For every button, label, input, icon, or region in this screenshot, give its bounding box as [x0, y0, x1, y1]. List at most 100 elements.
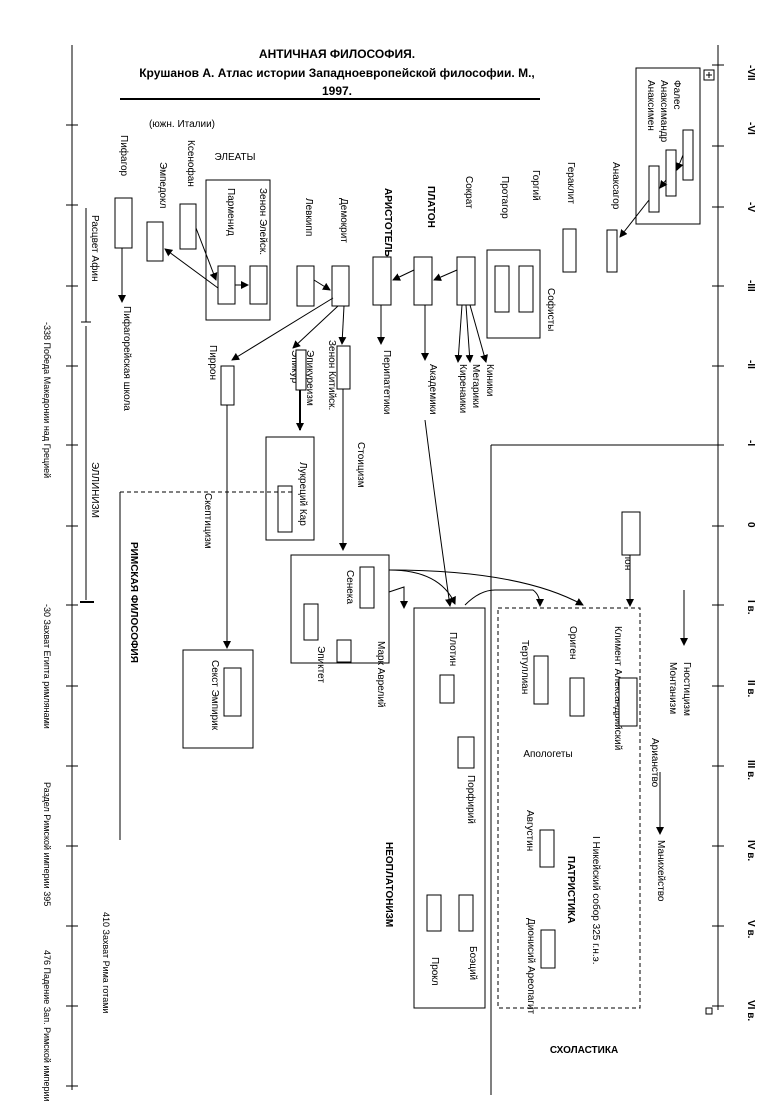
philosopher-label: АРИСТОТЕЛЬ — [382, 188, 393, 257]
century-label: -I — [745, 440, 756, 446]
century-label: II в. — [745, 680, 756, 697]
group-label: ПАТРИСТИКА — [565, 856, 576, 923]
xenophanes-box — [179, 203, 197, 250]
gorgias-box — [518, 265, 534, 313]
philosopher-label: Протагор — [499, 176, 510, 219]
event-label: I Никейский собор 325 г.н.э. — [590, 836, 602, 964]
heraclitus-box — [562, 228, 577, 273]
democritus-box — [331, 265, 350, 307]
school-label: Скептицизм — [202, 493, 213, 549]
movement-label: Манихейство — [655, 840, 666, 902]
philosopher-label: Лукреций Кар — [297, 462, 308, 526]
school-label: Киренаики — [457, 364, 468, 413]
century-label: -III — [745, 280, 756, 292]
group-label: Апологеты — [523, 749, 572, 760]
neoplatonism-group — [413, 607, 486, 1009]
group-label: НЕОПЛАТОНИЗМ — [383, 842, 394, 927]
seneca-box — [359, 566, 375, 609]
century-label: -VI — [745, 122, 756, 135]
leucippus-box — [296, 265, 315, 307]
century-label: III в. — [745, 760, 756, 780]
philosopher-label: Порфирий — [465, 775, 477, 824]
philosopher-label: Гераклит — [565, 162, 576, 204]
philosopher-label: Пифагор — [118, 135, 130, 177]
socrates-box — [456, 256, 476, 306]
event-label: -30 Захват Египта римлянами — [42, 604, 52, 729]
philosopher-label: Эпикур — [289, 350, 300, 384]
sophists-group — [486, 249, 541, 339]
lucretius-group — [265, 436, 315, 541]
porphyry-box — [457, 736, 475, 769]
philosopher-label: Ксенофан — [185, 140, 197, 187]
century-label: VI в. — [745, 1000, 756, 1021]
school-label: Киники — [484, 364, 495, 396]
zeno-citium-box — [336, 345, 351, 390]
philosopher-label: Зенон Китийск. — [326, 340, 337, 410]
school-label: Перипатетики — [381, 350, 392, 414]
aristotle-box — [372, 256, 392, 306]
page-subtitle: Крушанов А. Атлас истории Западноевропей… — [139, 66, 535, 80]
epictetus-box — [303, 603, 319, 641]
century-label: -V — [745, 202, 756, 212]
philosopher-label: Августин — [524, 810, 535, 851]
philosopher-label: ПЛАТОН — [425, 186, 436, 228]
school-label: Мегарики — [470, 364, 481, 408]
century-label: V в. — [745, 920, 756, 939]
philosopher-label: Сократ — [463, 176, 474, 209]
school-label: Стоицизм — [355, 442, 366, 488]
movement-label: Арианство — [649, 738, 660, 788]
school-label: Академики — [427, 364, 438, 415]
anaximander-box — [665, 149, 677, 197]
philosopher-label: Зенон Элейск. — [257, 188, 268, 255]
philosopher-label: Ориген — [567, 626, 578, 659]
anaxagoras-box — [606, 229, 618, 273]
sextus-group — [182, 649, 254, 749]
period-label: Расцвет Афин — [89, 215, 101, 282]
philosopher-label: Плотин — [447, 632, 458, 666]
philosopher-label: Анаксагор — [610, 162, 621, 210]
event-label: -338 Победа Македонии над Грецией — [42, 322, 52, 478]
school-label: Пифагорейская школа — [121, 306, 133, 411]
philosopher-label: Фалес — [671, 80, 682, 110]
philosopher-label: Эпиктет — [315, 646, 326, 683]
boethius-box — [458, 894, 474, 932]
century-label: I в. — [745, 600, 756, 615]
parmenides-box — [217, 265, 236, 305]
left-ticks — [66, 124, 78, 1087]
philosopher-label: Анаксимандр — [658, 80, 669, 143]
group-label: РИМСКАЯ ФИЛОСОФИЯ — [128, 542, 139, 663]
protagoras-box — [494, 265, 510, 313]
philosopher-label: Боэций — [467, 946, 478, 980]
lucretius-box — [277, 485, 293, 533]
page-title: АНТИЧНАЯ ФИЛОСОФИЯ. — [259, 47, 415, 61]
thales-box — [682, 129, 694, 181]
milesians-group — [635, 67, 701, 225]
period-label: ЭЛЛИНИЗМ — [89, 462, 100, 518]
philosopher-label: Климент Александрийский — [612, 626, 623, 750]
stoics-group — [290, 554, 390, 664]
page-subtitle-year: 1997. — [322, 84, 352, 98]
zeno-elea-box — [249, 265, 268, 305]
event-label: Раздел Римской империи 395 — [42, 782, 52, 906]
scholasticism-label: СХОЛАСТИКА — [550, 1045, 618, 1056]
philosopher-label: Парменид — [225, 188, 236, 236]
pyrrho-box — [220, 365, 235, 406]
philosopher-label: Тертуллиан — [519, 640, 530, 694]
dionysius-box — [540, 929, 556, 969]
philosopher-label: Левкипп — [303, 198, 314, 236]
school-label: Эпикуреизм — [304, 350, 315, 406]
century-label: 0 — [745, 522, 756, 528]
patristics-group — [497, 607, 641, 1009]
eleatics-group — [205, 179, 271, 321]
philosopher-label: Эмпедокл — [157, 162, 168, 209]
philosopher-label: Сенека — [344, 570, 355, 604]
century-label: -II — [745, 360, 756, 369]
philosopher-label: Анаксимен — [645, 80, 656, 131]
philosopher-label: Пиррон — [207, 345, 218, 380]
philosopher-label: Дионисий Ареопагит — [525, 918, 536, 1015]
movement-label: Гностицизм — [681, 662, 692, 716]
philosopher-label: Прокл — [429, 957, 440, 986]
event-label: 476 Падение Зап. Римской империи — [42, 950, 52, 1102]
region-label: (южн. Италии) — [149, 119, 215, 130]
